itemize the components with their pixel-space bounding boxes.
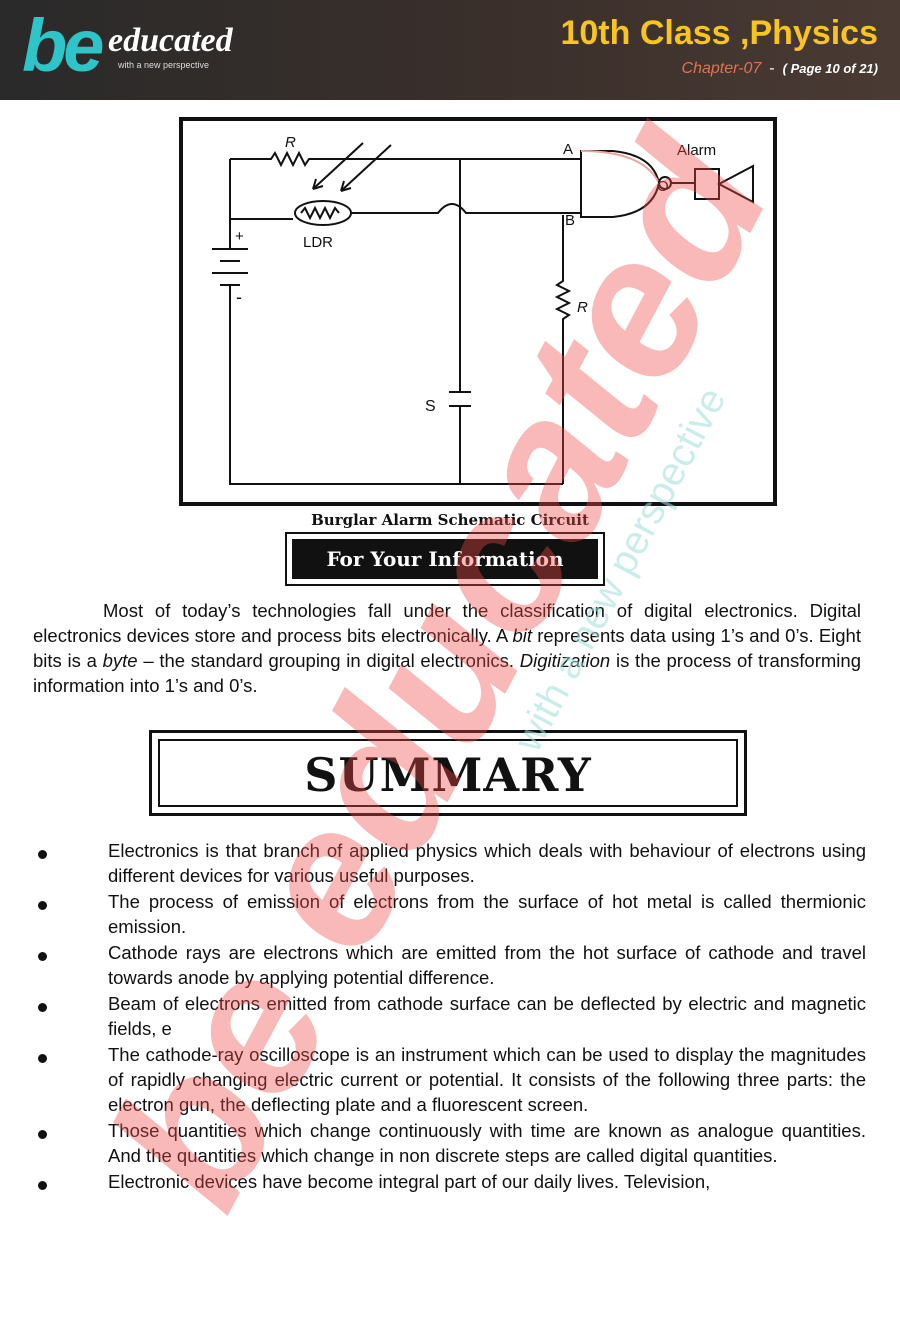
label-s: S (425, 398, 436, 415)
top-resistor-wire (230, 150, 581, 168)
light-ray-1 (312, 142, 364, 190)
summary-heading-box: SUMMARY (149, 730, 747, 816)
summary-item: Beam of electrons emitted from cathode s… (30, 991, 866, 1041)
term-bit: bit (512, 625, 533, 646)
summary-item: Electronics is that branch of applied ph… (30, 838, 866, 888)
fyi-heading: For Your Information (292, 539, 598, 579)
summary-heading: SUMMARY (158, 739, 738, 807)
summary-item: Cathode rays are electrons which are emi… (30, 940, 866, 990)
arrow-head-1 (312, 178, 324, 190)
logo-word: educated (108, 22, 233, 59)
separator: - (769, 60, 775, 77)
term-byte: byte (102, 650, 138, 671)
summary-item: The process of emission of electrons fro… (30, 889, 866, 939)
chapter-page-line: Chapter-07-( Page 10 of 21) (682, 60, 878, 78)
logo-tagline: with a new perspective (118, 60, 210, 70)
label-r-right: R (577, 299, 588, 316)
fyi-text-2: represents data using 1’s and 0’s. Eight… (33, 625, 861, 671)
label-b: B (565, 212, 575, 229)
label-alarm: Alarm (677, 142, 716, 159)
fyi-paragraph: Most of today’s technologies fall under … (33, 598, 861, 698)
chapter-label: Chapter-07 (681, 60, 762, 77)
summary-item-text: Those quantities which change continuous… (108, 1120, 866, 1166)
circuit-caption: Burglar Alarm Schematic Circuit (311, 511, 589, 529)
summary-item: The cathode-ray oscilloscope is an instr… (30, 1042, 866, 1117)
summary-item-text: Electronic devices have become integral … (108, 1171, 711, 1192)
summary-list: Electronics is that branch of applied ph… (30, 838, 866, 1195)
bullet-icon (38, 850, 47, 859)
bottom-wire (229, 285, 563, 485)
ldr-resistor (300, 205, 340, 221)
class-subject-title: 10th Class ,Physics (560, 14, 878, 52)
page-indicator: ( Page 10 of 21) (782, 61, 878, 76)
bullet-icon (38, 1054, 47, 1063)
label-r-top: R (285, 134, 296, 151)
label-minus: - (236, 287, 242, 307)
label-o: O (657, 178, 669, 195)
label-plus: + (235, 228, 244, 245)
bullet-icon (38, 901, 47, 910)
summary-item: Those quantities which change continuous… (30, 1118, 866, 1168)
right-resistor-wire (554, 215, 572, 484)
label-ldr: LDR (303, 234, 333, 251)
alarm-speaker-icon (716, 164, 754, 204)
bullet-icon (38, 952, 47, 961)
logic-gate-body (580, 150, 661, 218)
term-digitization: Digitization (519, 650, 611, 671)
label-a: A (563, 141, 573, 158)
fyi-text-1: Most of today’s technologies fall under … (33, 600, 861, 646)
bullet-icon (38, 1181, 47, 1190)
summary-item-text: The cathode-ray oscilloscope is an instr… (108, 1044, 866, 1115)
switch-plates (449, 391, 471, 407)
summary-item-text: Electronics is that branch of applied ph… (108, 840, 866, 886)
arrow-head-2 (340, 180, 352, 192)
light-ray-2 (340, 144, 392, 192)
fyi-heading-box: For Your Information (285, 532, 605, 586)
beeducated-logo[interactable]: be educated with a new perspective (10, 4, 233, 96)
bullet-icon (38, 1130, 47, 1139)
burglar-alarm-circuit: R LDR + - A B O Alarm R S (179, 117, 777, 506)
summary-item: Electronic devices have become integral … (30, 1169, 866, 1194)
summary-item-text: The process of emission of electrons fro… (108, 891, 866, 937)
fyi-text-3: – the standard grouping in digital elect… (137, 650, 520, 671)
circuit-svg: R LDR + - A B O Alarm R S (212, 134, 754, 485)
battery-icon (212, 248, 248, 286)
alarm-box (694, 168, 720, 200)
summary-item-text: Beam of electrons emitted from cathode s… (108, 993, 866, 1039)
gate-outline-highlight (580, 150, 660, 184)
summary-item-text: Cathode rays are electrons which are emi… (108, 942, 866, 988)
bullet-icon (38, 1003, 47, 1012)
logo-mark: be (22, 4, 104, 87)
ldr-right-wire (351, 203, 581, 214)
fyi-text-4: is the process of transforming informati… (33, 650, 861, 696)
page-header: be educated with a new perspective 10th … (0, 0, 900, 100)
